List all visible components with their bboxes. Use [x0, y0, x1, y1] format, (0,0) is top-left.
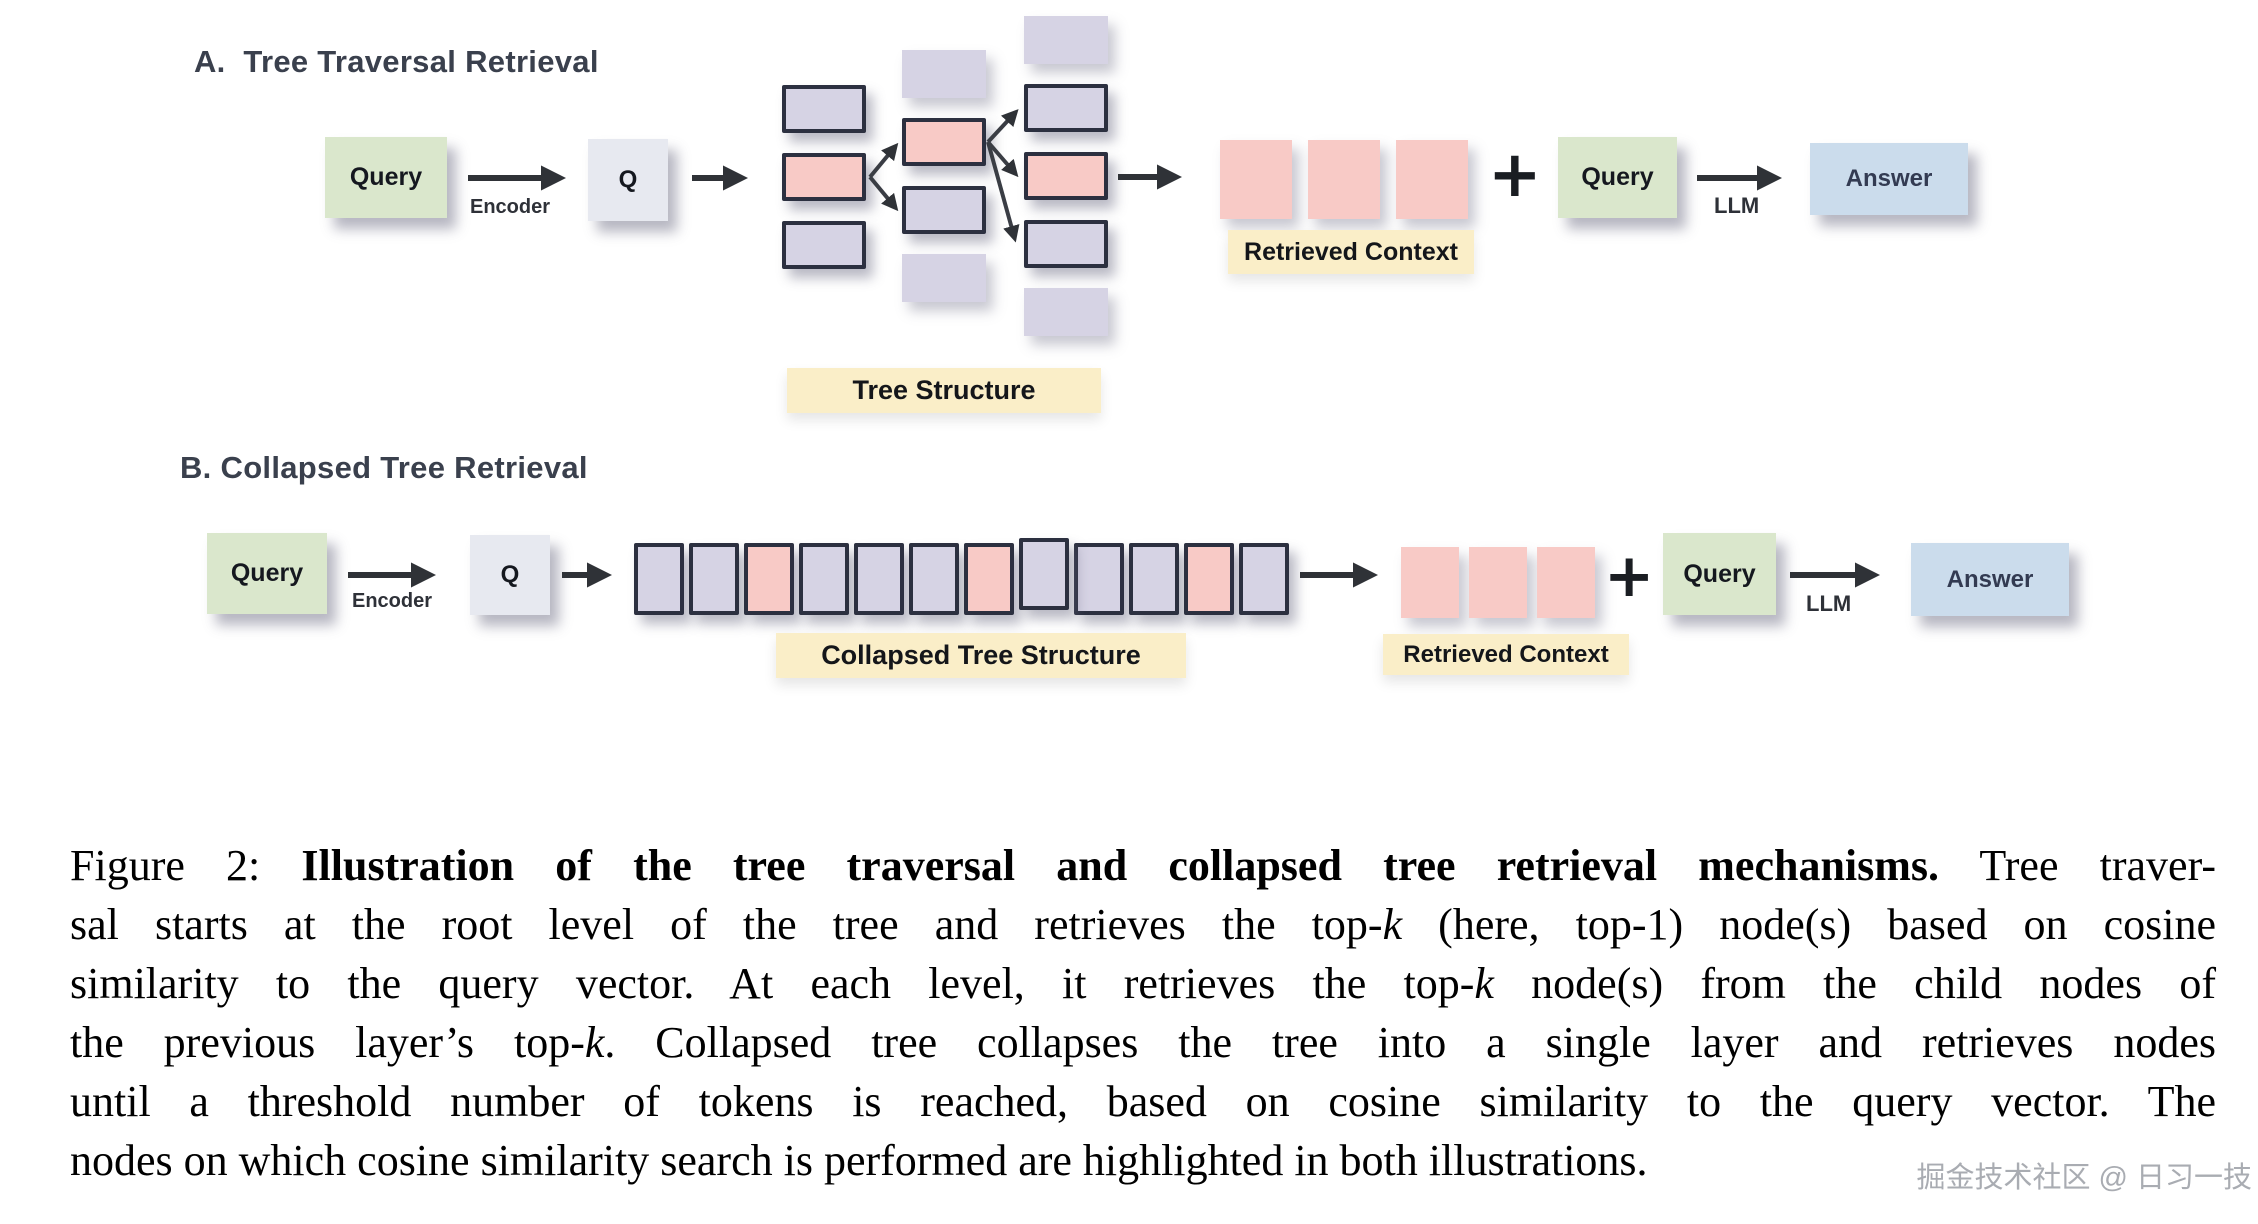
- caption-line: nodes on which cosine similarity search …: [70, 1131, 2216, 1190]
- q-box-b: Q: [470, 535, 550, 615]
- q-box-b-label: Q: [500, 561, 520, 588]
- retrieved-chunk: [1308, 140, 1380, 219]
- query-box-a-label: Query: [349, 163, 423, 191]
- purple-node: [782, 85, 866, 133]
- purple-node: [799, 543, 849, 615]
- caption-text: sal starts at the root level of the tree…: [70, 900, 1383, 949]
- panel-a-heading: A. Tree Traversal Retrieval: [194, 44, 599, 79]
- collapsed-tree-structure-tag: Collapsed Tree Structure: [776, 633, 1186, 678]
- query-box-b-label: Query: [230, 559, 304, 587]
- faded-purple-node: [902, 50, 986, 98]
- plus-sign-b: +: [1604, 541, 1655, 611]
- caption-text: until a threshold number of tokens is re…: [70, 1077, 2216, 1126]
- arrow-l2-to-l3-mid: [986, 140, 1019, 178]
- query-box-b2: Query: [1663, 533, 1776, 615]
- caption-text: nodes on which cosine similarity search …: [70, 1136, 1648, 1185]
- pink-node: [1184, 543, 1234, 615]
- purple-node: [1239, 543, 1289, 615]
- answer-box-b: Answer: [1911, 543, 2069, 616]
- watermark: 掘金技术社区 @ 日习一技: [1916, 1162, 2252, 1194]
- query-box-a: Query: [325, 137, 447, 218]
- answer-box-b-label: Answer: [1946, 565, 2034, 593]
- encoder-label-a: Encoder: [470, 196, 551, 218]
- llm-label-b: LLM: [1806, 591, 1852, 616]
- q-box-a-label: Q: [618, 166, 638, 193]
- caption-text: . Collapsed tree collapses the tree into…: [604, 1018, 2216, 1067]
- faded-purple-node: [1024, 288, 1108, 336]
- query-box-a2: Query: [1558, 137, 1677, 218]
- caption-math-k: k: [584, 1018, 605, 1067]
- tree-structure-tag: Tree Structure: [787, 368, 1101, 413]
- caption-math-k: k: [1382, 900, 1403, 949]
- query-box-a2-label: Query: [1581, 163, 1654, 191]
- caption-line: until a threshold number of tokens is re…: [70, 1072, 2216, 1131]
- caption-bold-text: Illustration of the tree traversal and c…: [301, 841, 1940, 890]
- pink-node: [782, 153, 866, 201]
- retrieved-context-tag-a: Retrieved Context: [1228, 230, 1474, 274]
- purple-node: [782, 221, 866, 269]
- retrieved-chunk: [1401, 547, 1459, 618]
- panel-b-heading: B. Collapsed Tree Retrieval: [180, 450, 588, 485]
- collapsed-tree-row: [634, 538, 1294, 615]
- caption-text: (here, top-1) node(s) based on cosine: [1402, 900, 2216, 949]
- plus-sign-a: +: [1488, 138, 1542, 212]
- retrieved-chunks-a: [1220, 140, 1484, 219]
- retrieved-chunk: [1396, 140, 1468, 219]
- arrow-l2-to-l3-down: [986, 141, 1020, 243]
- purple-node: [689, 543, 739, 615]
- caption-line: Figure 2: Illustration of the tree trave…: [70, 836, 2216, 895]
- arrow-l1-to-l2-up: [868, 142, 899, 179]
- pink-node: [902, 118, 986, 166]
- answer-box-a: Answer: [1810, 143, 1968, 215]
- purple-node: [1019, 538, 1069, 610]
- purple-node: [1129, 543, 1179, 615]
- query-box-b: Query: [207, 533, 327, 614]
- llm-label-a: LLM: [1714, 193, 1760, 218]
- retrieved-chunk: [1537, 547, 1595, 618]
- caption-text: Figure 2:: [70, 841, 302, 890]
- caption-text: Tree traver-: [1939, 841, 2216, 890]
- caption-math-k: k: [1474, 959, 1494, 1008]
- figure-caption: Figure 2: Illustration of the tree trave…: [70, 836, 2216, 1190]
- query-box-b2-label: Query: [1683, 559, 1756, 588]
- arrow-l2-to-l3-up: [986, 109, 1019, 144]
- faded-purple-node: [902, 254, 986, 302]
- caption-text: similarity to the query vector. At each …: [70, 959, 1475, 1008]
- tree-column-3: [1024, 16, 1108, 336]
- purple-node: [909, 543, 959, 615]
- purple-node: [634, 543, 684, 615]
- tree-column-1: [782, 85, 866, 269]
- caption-line: the previous layer’s top-k. Collapsed tr…: [70, 1013, 2216, 1072]
- q-box-a: Q: [588, 139, 668, 221]
- purple-node: [1024, 84, 1108, 132]
- retrieved-chunk: [1469, 547, 1527, 618]
- caption-text: node(s) from the child nodes of: [1493, 959, 2216, 1008]
- tree-column-2: [902, 50, 986, 302]
- purple-node: [1024, 220, 1108, 268]
- purple-node: [902, 186, 986, 234]
- faded-purple-node: [1024, 16, 1108, 64]
- encoder-label-b: Encoder: [352, 590, 433, 612]
- purple-node: [1074, 543, 1124, 615]
- arrow-l1-to-l2-down: [868, 175, 899, 212]
- caption-line: similarity to the query vector. At each …: [70, 954, 2216, 1013]
- pink-node: [964, 543, 1014, 615]
- retrieved-chunk: [1220, 140, 1292, 219]
- retrieved-context-tag-b: Retrieved Context: [1383, 634, 1629, 675]
- answer-box-a-label: Answer: [1845, 165, 1933, 192]
- caption-text: the previous layer’s top-: [70, 1018, 585, 1067]
- retrieved-chunks-b: [1401, 547, 1605, 618]
- purple-node: [854, 543, 904, 615]
- caption-line: sal starts at the root level of the tree…: [70, 895, 2216, 954]
- pink-node: [1024, 152, 1108, 200]
- pink-node: [744, 543, 794, 615]
